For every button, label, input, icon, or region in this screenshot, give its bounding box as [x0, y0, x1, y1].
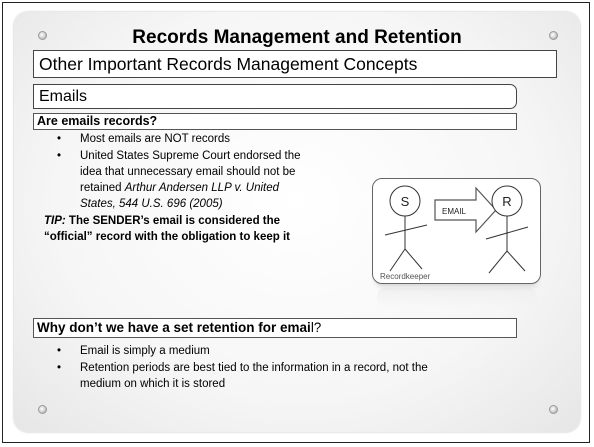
stud-bottom-left-icon [38, 405, 47, 414]
tip-line-2: “official” record with the obligation to… [44, 231, 290, 243]
tip-text: The SENDER’s email is considered the [65, 215, 281, 227]
bullet-text-continued: retained Arthur Andersen LLP v. United [80, 180, 279, 196]
recipient-figure-icon [485, 185, 529, 274]
question-box [33, 113, 517, 130]
email-diagram-illustration: S EMAIL R Recordkeeper [380, 185, 529, 281]
sender-letter: S [401, 194, 410, 209]
question-box-2 [33, 318, 517, 338]
stud-top-left-icon [38, 31, 47, 40]
stud-bottom-right-icon [549, 405, 558, 414]
retained-text: retained [80, 182, 125, 194]
recipient-letter: R [502, 194, 511, 209]
bullet-text: Email is simply a medium [80, 345, 210, 357]
case-citation: Arthur Andersen LLP v. United [124, 182, 280, 194]
bullet-icon: • [57, 133, 62, 145]
diagram-reflection [377, 288, 537, 308]
bullet-icon: • [57, 345, 62, 357]
subtitle-box: Other Important Records Management Conce… [33, 50, 557, 78]
diagram-caption: Recordkeeper [380, 272, 431, 281]
email-arrow-icon [434, 186, 497, 234]
bullet-text-continued: idea that unnecessary email should not b… [80, 166, 296, 178]
sender-figure-icon [384, 185, 428, 272]
tip-prefix: TIP: [44, 215, 66, 227]
tip-line-1: TIP: The SENDER’s email is considered th… [44, 213, 280, 229]
case-citation-continued: States, 544 U.S. 696 (2005) [80, 198, 223, 210]
bullet-text-continued: medium on which it is stored [80, 378, 226, 390]
bullet-icon: • [57, 150, 62, 162]
question-label-2-main: Why don’t we have a set retention for em… [37, 320, 311, 335]
email-arrow-label: EMAIL [442, 207, 467, 216]
outer-frame [2, 2, 590, 443]
slide-title: Records Management and Retention [132, 27, 462, 48]
question-label: Are emails records? [37, 114, 158, 128]
question-label-2-tail: l? [310, 320, 322, 335]
stud-top-right-icon [549, 31, 558, 40]
email-diagram: S EMAIL R Recordkeeper [372, 178, 541, 284]
section-heading: Emails [33, 84, 517, 109]
bullet-text: United States Supreme Court endorsed the [80, 150, 301, 162]
bullet-text: Most emails are NOT records [80, 133, 230, 145]
bullet-icon: • [57, 362, 62, 374]
bullet-text: Retention periods are best tied to the i… [80, 362, 428, 374]
question-label-2: Why don’t we have a set retention for em… [37, 318, 321, 338]
